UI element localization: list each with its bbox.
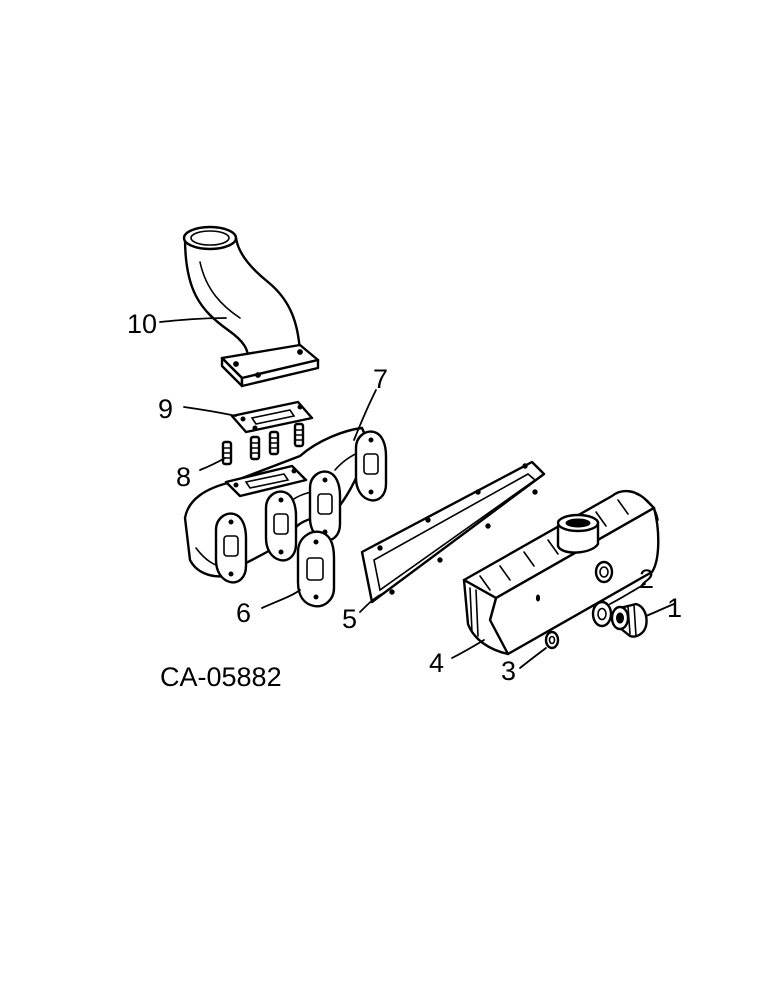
leader-lines bbox=[159, 317, 675, 669]
callout-3: 3 bbox=[501, 656, 516, 686]
part-2-washer bbox=[591, 600, 613, 628]
callout-7: 7 bbox=[373, 364, 388, 394]
figure-id: CA-05882 bbox=[160, 662, 282, 692]
part-6-port-gasket bbox=[296, 530, 336, 608]
callout-5: 5 bbox=[342, 604, 357, 634]
callout-6: 6 bbox=[236, 598, 251, 628]
part-9-flange-gasket bbox=[230, 400, 314, 434]
part-10-elbow-pipe bbox=[182, 225, 320, 388]
callout-1: 1 bbox=[667, 593, 682, 623]
callout-2: 2 bbox=[639, 564, 654, 594]
part-3-washer bbox=[544, 630, 560, 650]
part-7-exhaust-manifold bbox=[183, 426, 388, 584]
callout-10: 10 bbox=[127, 309, 157, 339]
callout-8: 8 bbox=[176, 462, 191, 492]
part-1-plug bbox=[610, 602, 648, 638]
callout-9: 9 bbox=[158, 394, 173, 424]
part-8-studs bbox=[221, 422, 305, 466]
part-4-intake-manifold bbox=[462, 489, 660, 656]
callout-4: 4 bbox=[429, 648, 444, 678]
part-5-manifold-gasket bbox=[360, 460, 546, 604]
